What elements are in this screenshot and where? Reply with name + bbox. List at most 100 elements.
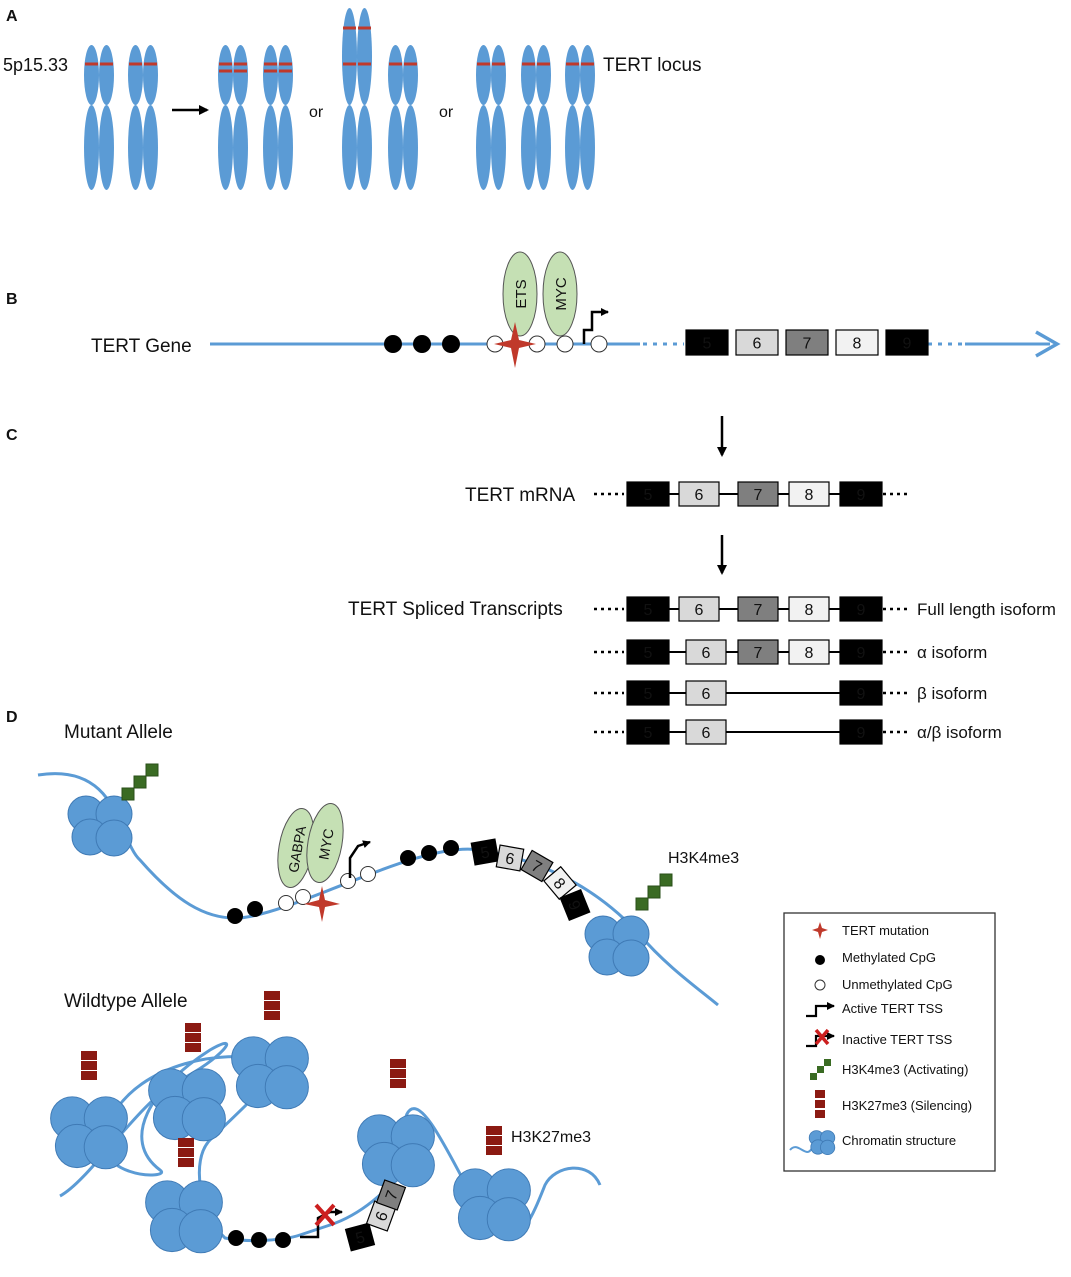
isoform-name: Full length isoform bbox=[917, 600, 1056, 619]
exon-label: 8 bbox=[805, 487, 814, 504]
methylated-cpg bbox=[442, 335, 460, 353]
exon-label: 5 bbox=[479, 844, 491, 862]
chromatid-arm bbox=[357, 8, 372, 105]
exon-box bbox=[559, 888, 591, 922]
h3k27me3-mark bbox=[178, 1138, 194, 1147]
exon-box bbox=[685, 329, 729, 356]
chromosome bbox=[565, 45, 595, 190]
panel-label-a: A bbox=[6, 8, 18, 25]
tert-locus-band bbox=[537, 62, 550, 66]
spliced-transcripts-label: TERT Spliced Transcripts bbox=[348, 599, 563, 620]
exon-box bbox=[835, 329, 879, 356]
tert-locus-band bbox=[219, 69, 232, 73]
exon-label: 7 bbox=[803, 336, 812, 353]
exon-label: 6 bbox=[702, 725, 711, 742]
tert-locus-band bbox=[85, 62, 98, 66]
exon-box bbox=[678, 481, 720, 507]
myc-factor bbox=[306, 802, 344, 884]
exon-box bbox=[788, 481, 830, 507]
tert-locus-band bbox=[358, 26, 371, 30]
transcript-row: 5 6 9 α/β isoform bbox=[594, 719, 1002, 745]
legend-chromatin-text: Chromatin structure bbox=[842, 1133, 956, 1148]
unmethylated-cpg bbox=[590, 335, 608, 353]
chromatid-arm bbox=[388, 45, 403, 105]
chromosome bbox=[342, 8, 372, 190]
exon-group: 5 bbox=[470, 838, 500, 866]
exon-box bbox=[543, 865, 577, 901]
exon-box bbox=[626, 639, 670, 665]
tert-locus-band bbox=[389, 62, 402, 66]
h3k27me3-mark bbox=[264, 1011, 280, 1020]
legend-h3k4me3-icon bbox=[810, 1059, 831, 1080]
chromatin-unit bbox=[49, 1051, 129, 1170]
exon-box bbox=[788, 639, 830, 665]
nucleosome bbox=[49, 1096, 129, 1170]
h3k27me3-mark bbox=[264, 1001, 280, 1010]
h3k27me3-mark bbox=[185, 1023, 201, 1032]
exon-label: 7 bbox=[754, 487, 763, 504]
chromatid-arm bbox=[233, 105, 248, 190]
methylated-cpg bbox=[275, 1232, 291, 1248]
wildtype-nucleosomes bbox=[49, 991, 532, 1254]
tert-locus-band bbox=[100, 62, 113, 66]
chromatid-arm bbox=[580, 45, 595, 105]
tert-locus-band bbox=[343, 26, 356, 30]
exon-label: 7 bbox=[754, 602, 763, 619]
legend-h3k4me3-text: H3K4me3 (Activating) bbox=[842, 1062, 968, 1077]
isoform-name: α/β isoform bbox=[917, 723, 1002, 742]
h3k27me3-mark bbox=[486, 1146, 502, 1155]
exon-box bbox=[885, 329, 929, 356]
legend-unmethylated-text: Unmethylated CpG bbox=[842, 977, 953, 992]
inactive-x-mark bbox=[314, 1203, 336, 1227]
exon-label: 5 bbox=[644, 725, 653, 742]
legend-mutation-icon bbox=[812, 922, 828, 939]
exon-group: 7 bbox=[520, 849, 554, 883]
chromatid-arm bbox=[278, 105, 293, 190]
wildtype-allele-label: Wildtype Allele bbox=[64, 991, 188, 1012]
band-label: 5p15.33 bbox=[3, 55, 68, 75]
exon-group: 6 bbox=[365, 1200, 397, 1232]
exon-label: 6 bbox=[695, 602, 704, 619]
chromatid-arm bbox=[521, 45, 536, 105]
chromatin-unit bbox=[231, 991, 309, 1110]
legend-mutation-text: TERT mutation bbox=[842, 923, 929, 938]
exon-label: 6 bbox=[702, 645, 711, 662]
tert-locus-band bbox=[264, 62, 277, 66]
methylated-cpg bbox=[400, 850, 416, 866]
methylated-cpg bbox=[227, 908, 243, 924]
tert-locus-band bbox=[264, 69, 277, 73]
exon-box bbox=[685, 719, 727, 745]
chromatid-arm bbox=[521, 105, 536, 190]
chromatid-arm bbox=[84, 105, 99, 190]
exon-label: 5 bbox=[644, 487, 653, 504]
chromatid-arm bbox=[128, 45, 143, 105]
chromatid-arm bbox=[263, 45, 278, 105]
exon-box bbox=[735, 329, 779, 356]
exon-box bbox=[626, 481, 670, 507]
exon-label: 9 bbox=[857, 725, 866, 742]
exon-box bbox=[737, 481, 779, 507]
legend-chromatin-strand bbox=[789, 1146, 813, 1153]
chromatid-arm bbox=[491, 45, 506, 105]
methylated-cpg bbox=[421, 845, 437, 861]
chromatin-unit bbox=[148, 1023, 226, 1142]
h3k27me3-label: H3K27me3 bbox=[511, 1129, 591, 1146]
exon-box bbox=[788, 596, 830, 622]
chromatin-unit bbox=[357, 1059, 435, 1188]
legend-h3k27me3-text: H3K27me3 (Silencing) bbox=[842, 1098, 972, 1113]
unmethylated-cpg bbox=[360, 866, 376, 882]
tert-locus-band bbox=[219, 62, 232, 66]
exon-box bbox=[678, 596, 720, 622]
h3k27me3-mark bbox=[390, 1069, 406, 1078]
nucleosome-shape bbox=[453, 1168, 532, 1242]
nucleosome-shape bbox=[49, 1096, 129, 1170]
chromosome bbox=[521, 45, 551, 190]
chromatid-arm bbox=[357, 105, 372, 190]
h3k27me3-mark bbox=[390, 1079, 406, 1088]
tert-locus-band bbox=[129, 62, 142, 66]
nucleosome-shape bbox=[148, 1068, 226, 1142]
